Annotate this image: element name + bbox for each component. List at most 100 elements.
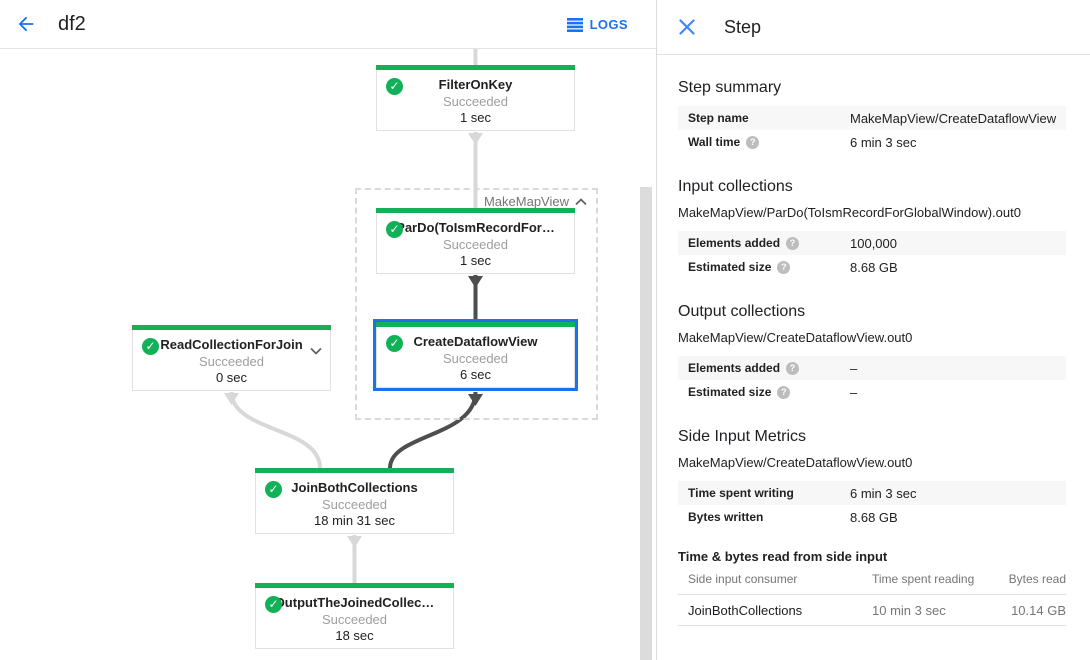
kv-value: 6 min 3 sec <box>850 485 917 501</box>
step-details-panel: Step Step summary Step name MakeMapView/… <box>657 0 1090 660</box>
kv-row-bytes-written: Bytes written 8.68 GB <box>678 505 1066 529</box>
output-collections-rows: Elements added ? – Estimated size ? – <box>678 356 1066 404</box>
kv-value: 8.68 GB <box>850 259 898 275</box>
kv-row-estimated-size: Estimated size ? – <box>678 380 1066 404</box>
cell-bytes-read: 10.14 GB <box>1011 602 1066 618</box>
node-status-bar <box>376 208 575 213</box>
section-heading-output-collections: Output collections <box>678 303 806 320</box>
kv-label-text: Estimated size <box>688 385 772 399</box>
node-status-bar <box>376 65 575 70</box>
graph-node-createdataflowview-selected[interactable]: ✓ CreateDataflowView Succeeded 6 sec <box>373 319 578 391</box>
kv-label: Estimated size ? <box>688 260 850 274</box>
side-input-collection-name: MakeMapView/CreateDataflowView.out0 <box>678 455 913 470</box>
kv-value: 6 min 3 sec <box>850 134 917 150</box>
kv-value: MakeMapView/CreateDataflowView <box>850 110 1057 126</box>
panel-divider <box>656 0 657 660</box>
kv-row-wall-time: Wall time ? 6 min 3 sec <box>678 130 1066 154</box>
kv-row-estimated-size: Estimated size ? 8.68 GB <box>678 255 1066 279</box>
kv-label-text: Elements added <box>688 236 781 250</box>
logs-button[interactable]: LOGS <box>566 0 628 49</box>
expand-node-button[interactable] <box>310 342 322 360</box>
kv-label-text: Step name <box>688 111 749 125</box>
kv-label: Elements added ? <box>688 361 850 375</box>
kv-label: Time spent writing <box>688 486 850 500</box>
help-icon[interactable]: ? <box>786 236 800 250</box>
graph-node-joinbothcollections[interactable]: ✓ JoinBothCollections Succeeded 18 min 3… <box>255 468 454 534</box>
kv-label: Estimated size ? <box>688 385 850 399</box>
node-title: JoinBothCollections <box>291 480 418 495</box>
job-title: df2 <box>58 12 86 35</box>
success-check-icon: ✓ <box>142 338 159 355</box>
section-heading-input-collections: Input collections <box>678 178 793 195</box>
panel-content: Step summary Step name MakeMapView/Creat… <box>657 79 1090 626</box>
node-title: OutputTheJoinedCollec… <box>274 595 435 610</box>
help-icon[interactable]: ? <box>786 361 800 375</box>
output-collection-name: MakeMapView/CreateDataflowView.out0 <box>678 330 913 345</box>
kv-label-text: Elements added <box>688 361 781 375</box>
side-input-metrics-rows: Time spent writing 6 min 3 sec Bytes wri… <box>678 481 1066 529</box>
help-icon[interactable]: ? <box>777 385 791 399</box>
node-time: 0 sec <box>215 370 248 385</box>
close-icon <box>679 19 695 35</box>
success-check-icon: ✓ <box>386 335 403 352</box>
step-summary-rows: Step name MakeMapView/CreateDataflowView… <box>678 106 1066 154</box>
help-icon[interactable]: ? <box>746 135 760 149</box>
graph-node-filteronkey[interactable]: ✓ FilterOnKey Succeeded 1 sec <box>376 65 575 131</box>
node-status-bar <box>255 468 454 473</box>
node-status: Succeeded <box>442 94 509 109</box>
section-heading-step-summary: Step summary <box>678 79 782 96</box>
node-status: Succeeded <box>321 497 388 512</box>
side-input-table-header: Side input consumer Time spent reading B… <box>678 564 1066 595</box>
kv-row-time-spent-writing: Time spent writing 6 min 3 sec <box>678 481 1066 505</box>
kv-label: Wall time ? <box>688 135 850 149</box>
kv-value: – <box>850 360 858 376</box>
success-check-icon: ✓ <box>265 596 282 613</box>
graph-edges <box>224 49 483 583</box>
logs-list-icon <box>566 17 583 32</box>
logs-button-label: LOGS <box>589 17 628 32</box>
chevron-down-icon <box>310 347 322 355</box>
success-check-icon: ✓ <box>386 221 403 238</box>
node-time: 1 sec <box>459 110 492 125</box>
node-time: 1 sec <box>459 253 492 268</box>
canvas-scrollbar-thumb[interactable] <box>640 187 652 660</box>
pipeline-graph-canvas[interactable]: MakeMapView ✓ FilterOnKey Succeeded 1 se… <box>0 49 656 660</box>
help-icon[interactable]: ? <box>777 260 791 274</box>
column-header-bytes-read: Bytes read <box>1008 572 1066 586</box>
kv-value: 100,000 <box>850 235 897 251</box>
top-bar: df2 LOGS <box>0 0 656 49</box>
kv-label-text: Time spent writing <box>688 486 794 500</box>
node-time: 6 sec <box>459 367 492 382</box>
kv-label-text: Wall time <box>688 135 741 149</box>
side-input-table-heading: Time & bytes read from side input <box>678 549 888 564</box>
graph-node-readcollectionforjoin[interactable]: ✓ ReadCollectionForJoin Succeeded 0 sec <box>132 325 331 391</box>
kv-row-elements-added: Elements added ? – <box>678 356 1066 380</box>
kv-label: Elements added ? <box>688 236 850 250</box>
section-heading-side-input-metrics: Side Input Metrics <box>678 428 807 445</box>
node-status: Succeeded <box>442 351 509 366</box>
group-makemapview: MakeMapView <box>355 188 598 420</box>
back-button[interactable] <box>12 10 40 38</box>
close-panel-button[interactable] <box>674 14 700 40</box>
node-status: Succeeded <box>442 237 509 252</box>
node-status: Succeeded <box>198 354 265 369</box>
node-time: 18 min 31 sec <box>314 513 395 528</box>
chevron-up-icon <box>575 197 587 205</box>
node-title: ReadCollectionForJoin <box>160 337 303 352</box>
panel-title: Step <box>724 16 762 37</box>
node-title: ParDo(ToIsmRecordFor… <box>396 220 555 235</box>
kv-label-text: Bytes written <box>688 510 764 524</box>
group-makemapview-toggle[interactable]: MakeMapView <box>484 194 587 209</box>
graph-node-outputthejoinedcollection[interactable]: ✓ OutputTheJoinedCollec… Succeeded 18 se… <box>255 583 454 649</box>
panel-header: Step <box>657 0 1090 55</box>
column-header-time-reading: Time spent reading <box>872 572 975 586</box>
arrow-back-icon <box>18 16 34 32</box>
node-title: FilterOnKey <box>438 77 513 92</box>
input-collections-rows: Elements added ? 100,000 Estimated size … <box>678 231 1066 279</box>
node-time: 18 sec <box>335 628 374 643</box>
side-input-table-row: JoinBothCollections 10 min 3 sec 10.14 G… <box>678 595 1066 626</box>
node-status-bar <box>255 583 454 588</box>
cell-time-reading: 10 min 3 sec <box>872 602 946 618</box>
graph-node-pardo-toismrecord[interactable]: ✓ ParDo(ToIsmRecordFor… Succeeded 1 sec <box>376 208 575 274</box>
